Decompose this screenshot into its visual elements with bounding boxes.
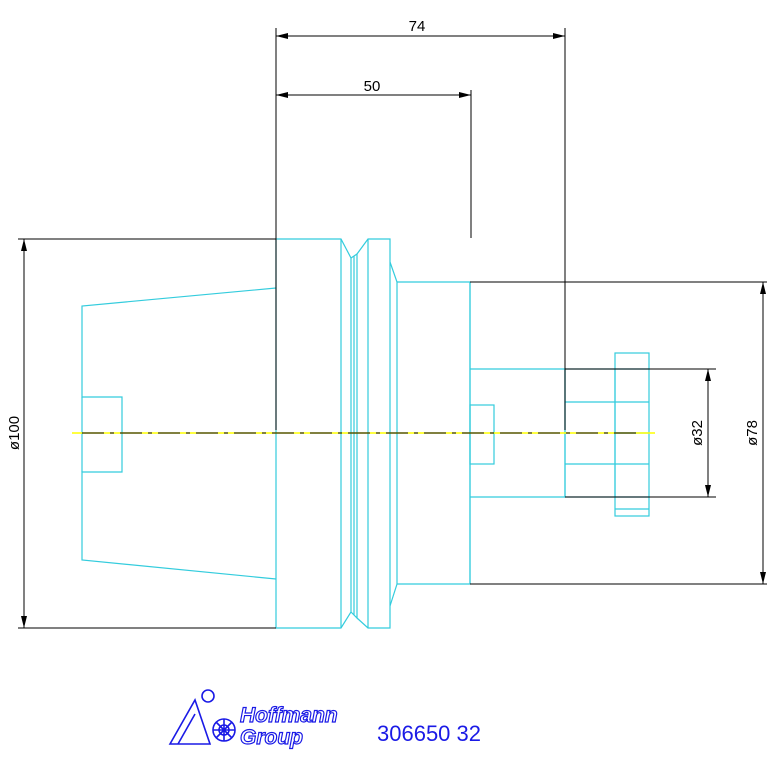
body-transition [389, 261, 398, 607]
arrow-78-bottom [760, 572, 766, 584]
arrow-32-top [705, 369, 711, 381]
logo-line-1: Hoffmann [240, 704, 338, 727]
arrow-50-left [276, 92, 288, 98]
dim-text-32: ø32 [689, 420, 706, 446]
clamp-nut [614, 352, 650, 517]
dim-text-78: ø78 [744, 420, 761, 446]
arrow-50-right [459, 92, 471, 98]
logo-head [201, 689, 215, 703]
arrow-32-bottom [705, 485, 711, 497]
logo-mark-icon [168, 689, 236, 745]
part-number: 306650 32 [377, 721, 481, 746]
nose-pocket [469, 404, 495, 465]
dimension-lines [18, 28, 767, 629]
dim-text-50: 50 [364, 78, 381, 95]
logo-triangle [168, 698, 212, 745]
arrow-74-right [553, 33, 565, 39]
arrow-74-left [276, 33, 288, 39]
dimension-arrows [21, 33, 766, 628]
dim-text-74: 74 [409, 18, 426, 35]
arrow-78-top [760, 282, 766, 294]
arrow-100-top [21, 239, 27, 251]
taper-shank [81, 287, 277, 580]
logo-line-2: Group [240, 726, 303, 749]
arrow-100-bottom [21, 616, 27, 628]
dim-text-100: ø100 [6, 416, 23, 450]
hoffmann-group-logo: Hoffmann Group [168, 689, 338, 750]
